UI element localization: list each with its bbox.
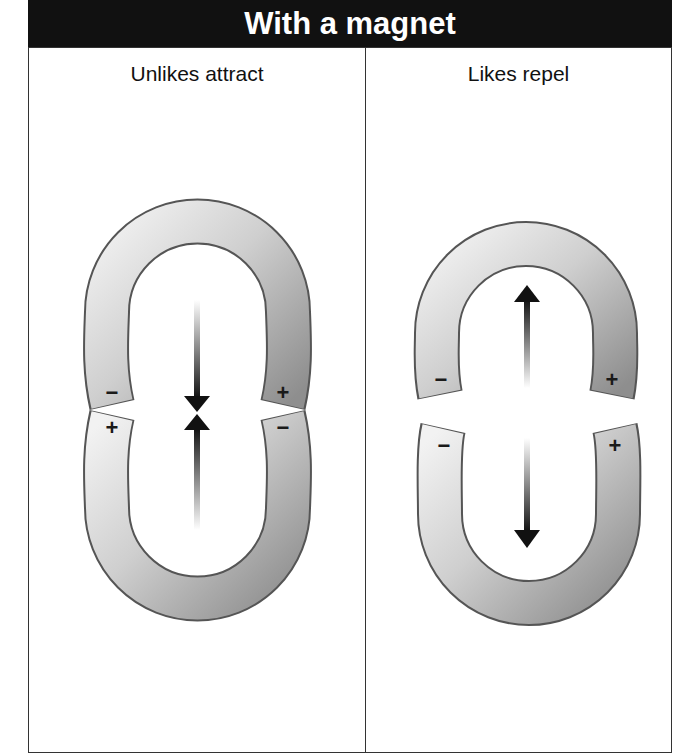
title-bar: With a magnet — [28, 0, 672, 48]
panel-heading: Likes repel — [366, 62, 671, 86]
diagram-title: With a magnet — [244, 6, 456, 42]
pole-sign: + — [106, 417, 119, 439]
pole-sign: − — [277, 417, 290, 439]
horseshoe-magnet — [106, 222, 618, 604]
force-arrow — [184, 285, 540, 548]
pole-sign: + — [606, 369, 619, 391]
pole-sign: + — [277, 382, 290, 404]
pole-sign: − — [106, 382, 119, 404]
panel-box: Unlikes attract — [28, 47, 366, 753]
pole-sign: − — [435, 369, 448, 391]
pole-sign: − — [438, 435, 451, 457]
pole-sign: + — [609, 435, 622, 457]
panel-heading: Unlikes attract — [29, 62, 365, 86]
panel-box: Likes repel — [365, 47, 672, 753]
